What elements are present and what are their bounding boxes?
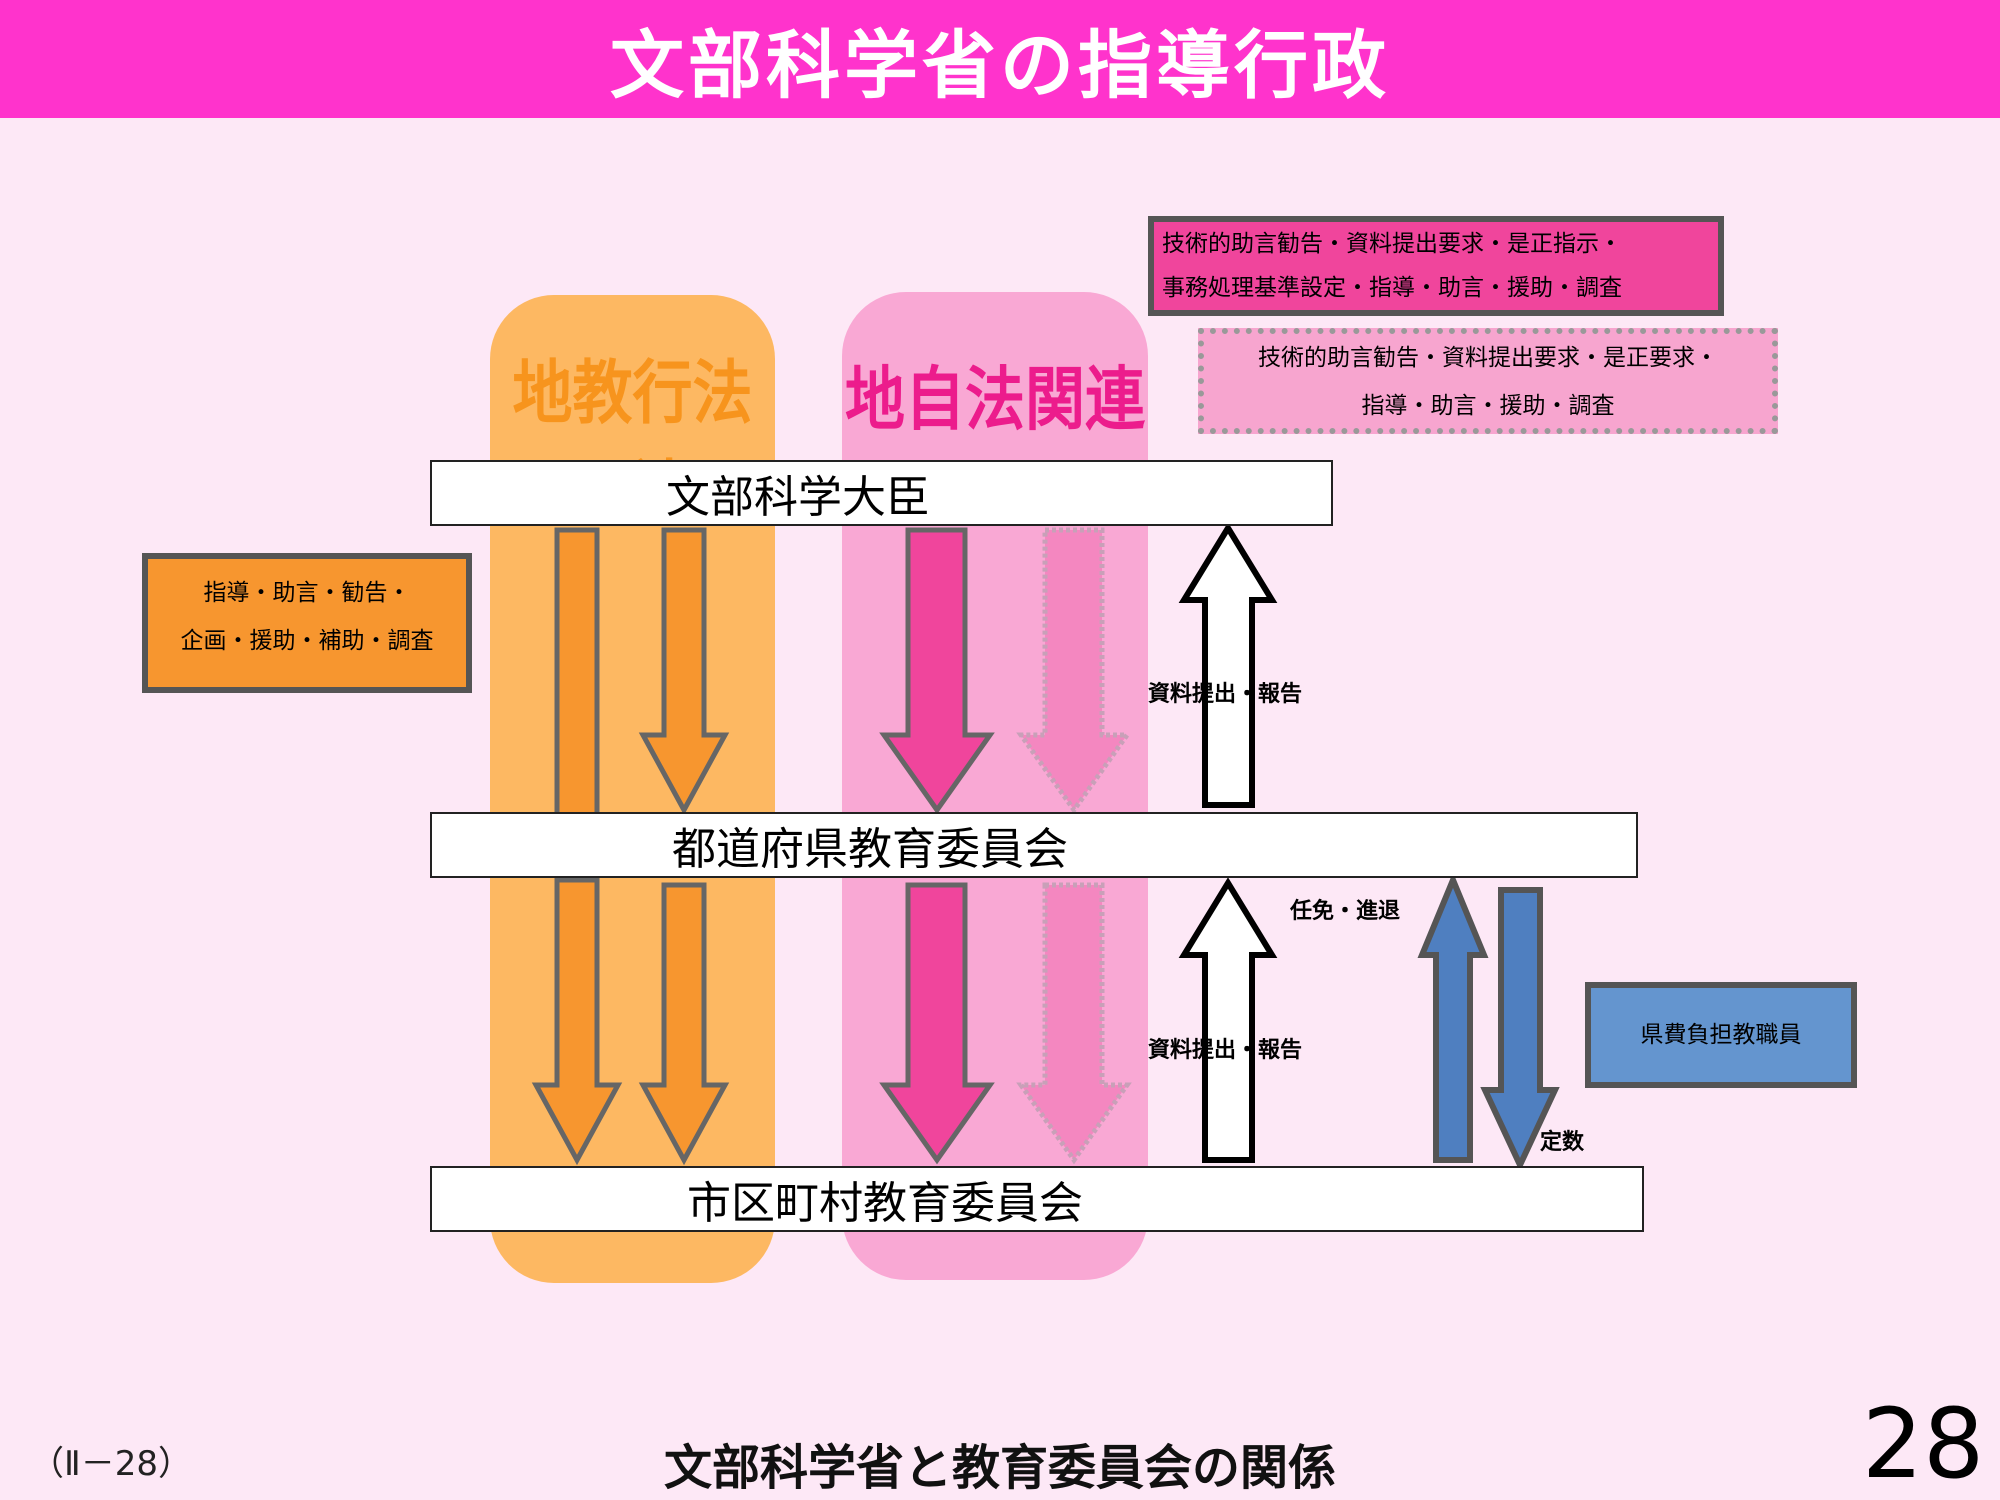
page-number: 28 <box>1862 1388 1985 1500</box>
column-label-jichi: 地自法関連 <box>845 359 1145 441</box>
pink-dotted-arrow-upper <box>1016 527 1132 815</box>
orange-arrow-lower-1 <box>531 877 623 1166</box>
white-up-arrow-upper <box>1178 522 1278 808</box>
note-pink-solid: 技術的助言勧告・資料提出要求・是正指示・ 事務処理基準設定・指導・助言・援助・調… <box>1148 216 1724 316</box>
label-appointment: 任免・進退 <box>1290 899 1401 924</box>
page-title: 文部科学省の指導行政 <box>610 22 1390 109</box>
orange-arrow-upper-1 <box>554 527 600 843</box>
blue-up-arrow <box>1417 872 1489 1163</box>
note-pink-solid-line2: 事務処理基準設定・指導・助言・援助・調査 <box>1162 275 1622 301</box>
note-orange-line1: 指導・助言・勧告・ <box>203 580 411 606</box>
note-pink-dotted-line2: 指導・助言・援助・調査 <box>1361 393 1615 419</box>
footer-subtitle: 文部科学省と教育委員会の関係 <box>663 1440 1336 1496</box>
level-municipal-board: 市区町村教育委員会 <box>430 1166 1644 1232</box>
label-report-upper: 資料提出・報告 <box>1148 682 1303 707</box>
pink-arrow-lower <box>879 882 995 1165</box>
level-prefecture-board: 都道府県教育委員会 <box>430 812 1638 878</box>
minister-label: 文部科学大臣 <box>666 472 930 523</box>
municipal-board-label: 市区町村教育委員会 <box>687 1178 1083 1229</box>
blue-down-arrow <box>1480 887 1560 1173</box>
level-minister: 文部科学大臣 <box>430 460 1333 526</box>
pink-arrow-upper <box>879 527 995 815</box>
orange-arrow-lower-2 <box>638 882 730 1166</box>
note-blue-label: 県費負担教職員 <box>1640 1022 1802 1048</box>
note-pink-dotted-line1: 技術的助言勧告・資料提出要求・是正要求・ <box>1258 345 1718 371</box>
column-chikyo <box>490 295 775 1283</box>
pink-dotted-arrow-lower <box>1016 882 1132 1165</box>
prefecture-board-label: 都道府県教育委員会 <box>672 824 1068 875</box>
footer-ref: （Ⅱ－28） <box>30 1444 192 1484</box>
note-blue: 県費負担教職員 <box>1585 982 1857 1088</box>
note-pink-solid-line1: 技術的助言勧告・資料提出要求・是正指示・ <box>1162 231 1622 257</box>
label-report-lower: 資料提出・報告 <box>1148 1038 1303 1063</box>
note-orange: 指導・助言・勧告・ 企画・援助・補助・調査 <box>142 553 472 693</box>
orange-arrow-upper-2 <box>638 527 730 816</box>
note-pink-dotted: 技術的助言勧告・資料提出要求・是正要求・ 指導・助言・援助・調査 <box>1198 328 1778 434</box>
title-bar: 文部科学省の指導行政 <box>0 0 2000 118</box>
note-orange-line2: 企画・援助・補助・調査 <box>180 628 434 654</box>
label-quota: 定数 <box>1540 1130 1585 1155</box>
white-up-arrow-lower <box>1178 877 1278 1163</box>
